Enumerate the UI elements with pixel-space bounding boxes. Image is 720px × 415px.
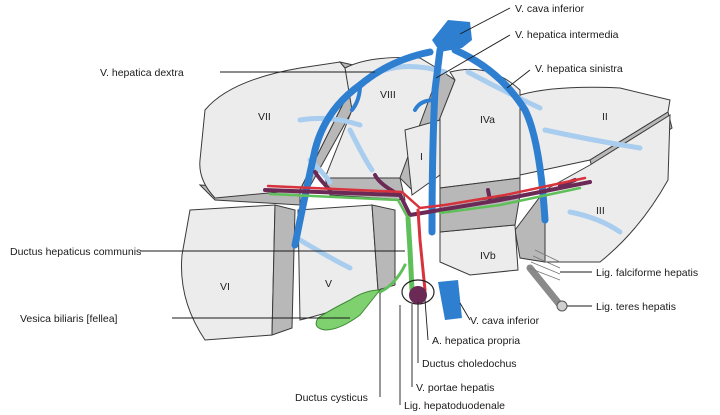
hepatic-vein-dextra <box>291 48 434 249</box>
lig-teres-cord <box>526 264 564 309</box>
lig-falciforme-fibers <box>528 249 561 281</box>
segment-label-ii: II <box>602 111 608 123</box>
label-ductus-cysticus: Ductus cysticus <box>295 392 368 404</box>
leader-lines <box>140 7 592 405</box>
vena-cava-inferior-top <box>432 20 472 52</box>
gallbladder <box>315 289 382 331</box>
portal-vein-branches <box>263 180 592 218</box>
label-vesica-biliaris: Vesica biliaris [fellea] <box>20 313 118 325</box>
label-vci-top: V. cava inferior <box>515 3 585 15</box>
segment-label-i: I <box>420 151 423 163</box>
segment-vi <box>181 204 296 341</box>
label-v-portae: V. portae hepatis <box>416 382 494 394</box>
portal-vein-trunk <box>409 286 427 304</box>
hepatic-artery-branches <box>266 176 587 210</box>
hepatic-vein-sinistra <box>451 46 549 224</box>
segment-label-iva: IVa <box>480 114 495 126</box>
segment-label-viii: VIII <box>380 89 396 101</box>
segment-label-v: V <box>325 278 332 290</box>
label-hv-dextra: V. hepatica dextra <box>100 67 184 79</box>
segment-iva <box>439 68 521 206</box>
label-vci-bottom: V. cava inferior <box>470 315 540 327</box>
bile-duct-branches <box>268 192 410 220</box>
vena-cava-inferior-bottom <box>438 280 462 320</box>
label-ductus-hep-communis: Ductus hepaticus communis <box>10 246 141 258</box>
segment-iii <box>514 114 671 263</box>
label-lig-teres: Lig. teres hepatis <box>596 301 676 313</box>
label-lig-falciforme: Lig. falciforme hepatis <box>596 267 698 279</box>
label-lig-hepatoduodenale: Lig. hepatoduodenale <box>404 400 505 412</box>
segment-label-vi: VI <box>220 281 230 293</box>
label-hv-intermedia: V. hepatica intermedia <box>515 29 619 41</box>
label-a-hep-propria: A. hepatica propria <box>432 335 520 347</box>
callout-labels: V. cava inferior V. hepatica intermedia … <box>10 3 698 412</box>
segment-label-ivb: IVb <box>480 250 496 262</box>
segment-labels: II III IVa IVb I V VI VII VIII <box>220 89 608 293</box>
label-hv-sinistra: V. hepatica sinistra <box>535 63 623 75</box>
segment-label-vii: VII <box>258 111 271 123</box>
label-ductus-choledochus: Ductus choledochus <box>422 358 517 370</box>
segment-label-iii: III <box>596 205 605 217</box>
